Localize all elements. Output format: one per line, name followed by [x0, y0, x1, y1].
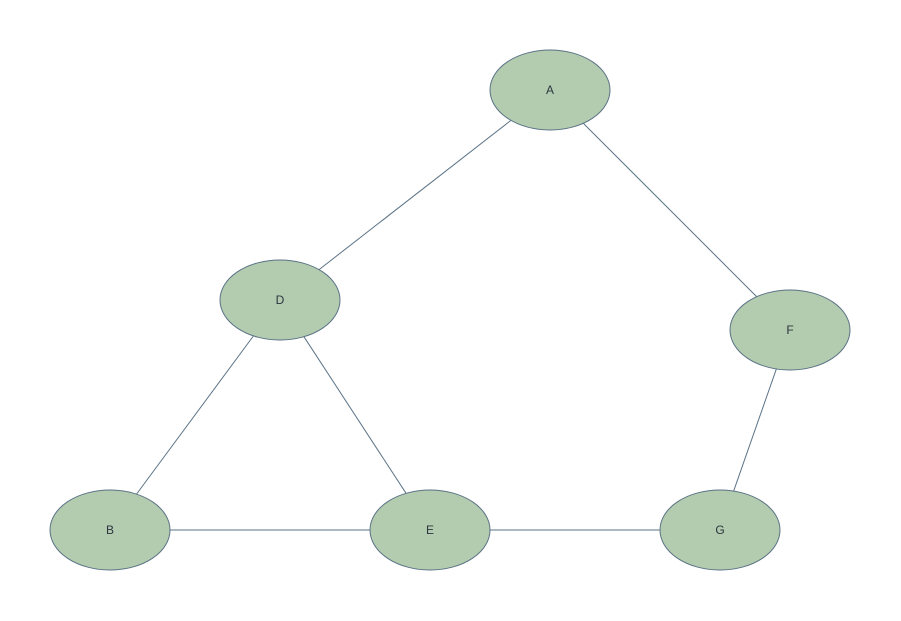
edge-a-d — [318, 119, 512, 271]
node-label: B — [106, 523, 114, 537]
node-label: E — [426, 523, 434, 537]
edge-f-g — [733, 368, 777, 492]
node-label: A — [546, 83, 554, 97]
node-b: B — [49, 489, 171, 571]
node-e: E — [369, 489, 491, 571]
edges-layer — [136, 119, 777, 531]
node-a: A — [489, 49, 611, 131]
node-g: G — [659, 489, 781, 571]
node-label: G — [715, 523, 724, 537]
node-d: D — [219, 259, 341, 341]
edge-d-b — [136, 335, 254, 495]
node-ellipse — [369, 489, 491, 571]
node-ellipse — [659, 489, 781, 571]
node-label: D — [276, 293, 285, 307]
edge-d-e — [303, 336, 407, 494]
edge-a-f — [582, 122, 758, 298]
node-f: F — [729, 289, 851, 371]
node-ellipse — [219, 259, 341, 341]
nodes-layer: A D F B E G — [49, 49, 851, 571]
node-ellipse — [49, 489, 171, 571]
node-label: F — [786, 323, 793, 337]
node-ellipse — [489, 49, 611, 131]
node-ellipse — [729, 289, 851, 371]
